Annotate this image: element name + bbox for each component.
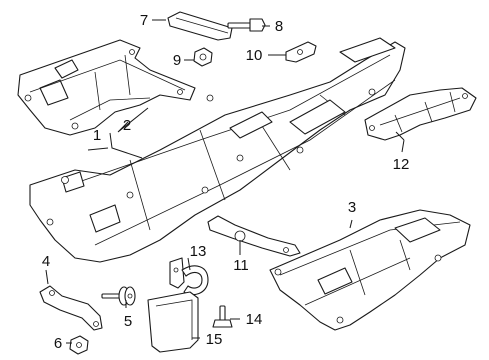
- callout-12: 12: [393, 156, 410, 173]
- callout-14: 14: [246, 311, 263, 328]
- callout-2: 2: [123, 117, 131, 134]
- callout-3: 3: [348, 199, 356, 216]
- bushing-part-5: [101, 286, 136, 306]
- callout-7: 7: [140, 12, 148, 29]
- upper-crossmember: [167, 11, 233, 41]
- leader-lines: [45, 19, 405, 344]
- nut-part-6: [69, 335, 89, 355]
- bracket-part-10: [285, 41, 317, 63]
- main-frame-assembly: [29, 37, 406, 263]
- bolt-part-8: [227, 18, 266, 32]
- hook-bracket-part-13: [169, 257, 209, 296]
- callout-labels: 1 2 3 4 5 6 7 8 9 10 11 12 13 14 15: [42, 12, 410, 352]
- callout-10: 10: [246, 47, 263, 64]
- callout-6: 6: [54, 335, 62, 352]
- callout-15: 15: [206, 331, 223, 348]
- callout-13: 13: [190, 243, 207, 260]
- skid-plate: [364, 87, 477, 141]
- callout-9: 9: [173, 52, 181, 69]
- front-frame-section: [17, 39, 196, 136]
- callout-4: 4: [42, 253, 50, 270]
- bolt-part-14: [212, 305, 233, 328]
- callout-5: 5: [124, 313, 132, 330]
- bracket-part-4: [39, 285, 103, 331]
- arm-bracket-part-11: [207, 215, 301, 257]
- nut-part-9: [193, 47, 213, 67]
- callout-8: 8: [275, 18, 283, 35]
- callout-1: 1: [93, 127, 101, 144]
- cover-plate-part-15: [147, 291, 199, 353]
- rear-frame-section: [269, 209, 471, 331]
- callout-11: 11: [233, 257, 249, 274]
